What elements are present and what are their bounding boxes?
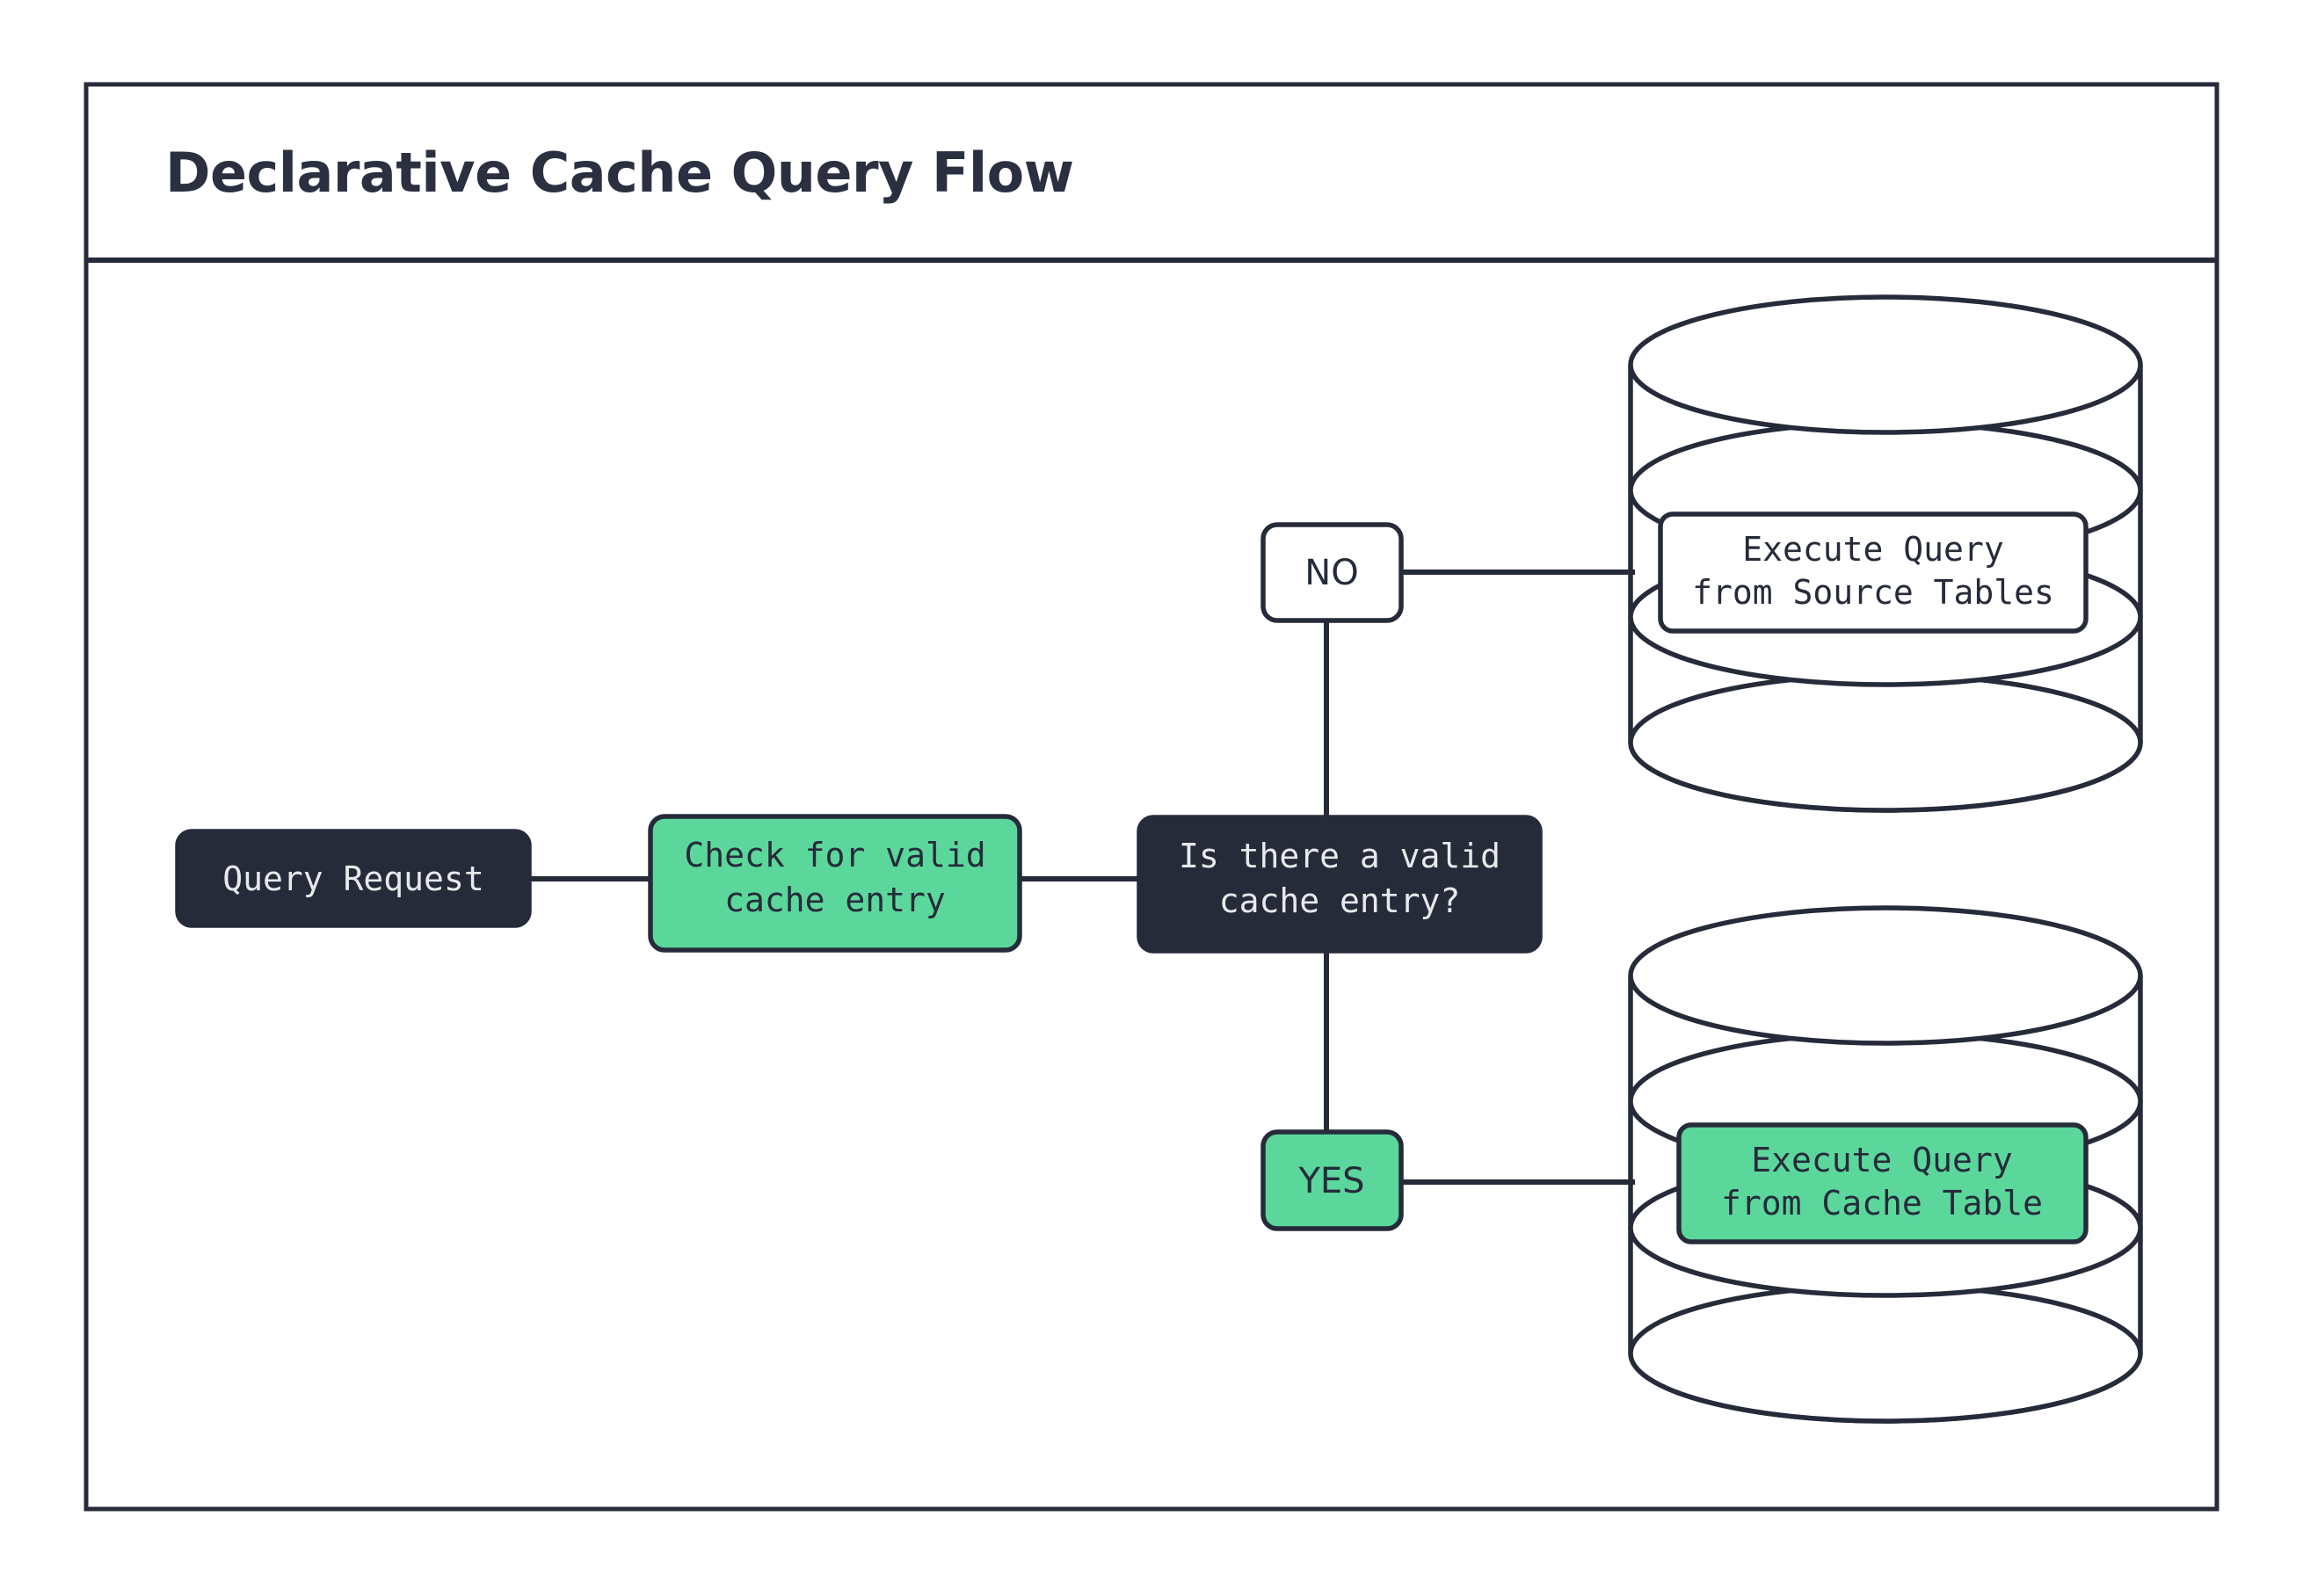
node-branch-yes[interactable]: YES [1260,1129,1404,1231]
node-check-cache[interactable]: Check for valid cache entry [648,814,1022,953]
node-query-request-label: Query Request [222,860,483,898]
node-decision-line1: Is there a valid [1179,837,1500,875]
node-check-cache-line1: Check for valid [684,836,985,874]
node-decision-line2: cache entry? [1219,881,1461,920]
node-cache-table-line1: Execute Query [1751,1141,2012,1179]
page-title: Declarative Cache Query Flow [165,141,1074,205]
node-source-tables-line1: Execute Query [1742,530,2003,569]
node-source-tables-line2: from Source Tables [1692,573,2054,612]
node-check-cache-line2: cache entry [724,881,946,919]
node-source-tables-box[interactable] [1658,511,2089,634]
database-cylinder-source: Execute Query from Source Tables [1628,294,2143,813]
node-query-request[interactable]: Query Request [175,829,532,928]
node-decision[interactable]: Is there a valid cache entry? [1137,815,1543,954]
diagram-frame [84,82,2219,1512]
database-cylinder-cache: Execute Query from Cache Table [1628,905,2143,1424]
node-branch-no-label: NO [1304,553,1358,593]
node-cache-table-box[interactable] [1676,1122,2089,1244]
node-branch-yes-label: YES [1297,1161,1364,1201]
node-branch-no[interactable]: NO [1260,522,1404,623]
node-cache-table-line2: from Cache Table [1721,1184,2043,1222]
